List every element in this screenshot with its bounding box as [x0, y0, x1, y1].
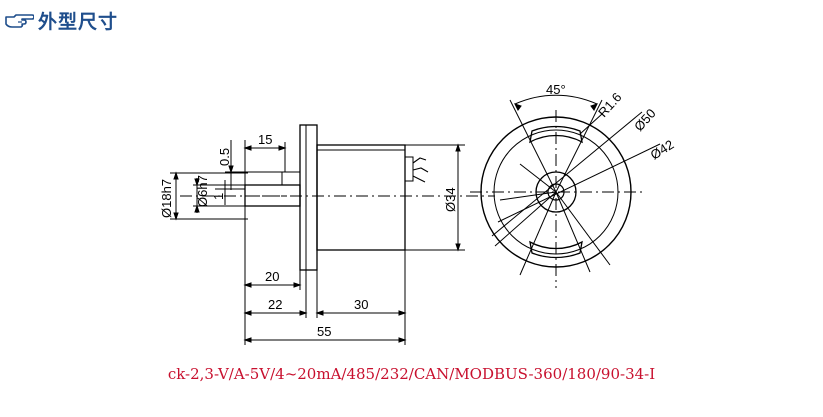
- encoder-side-view: Ø18h7 Ø6h7 1 0.5 15 Ø34: [159, 124, 495, 345]
- dim-label-34: Ø34: [443, 187, 458, 212]
- dim-label-r16: R1.6: [595, 90, 625, 120]
- dim-label-1: 1: [211, 193, 226, 200]
- dim-label-15: 15: [258, 132, 272, 147]
- dim-label-50: Ø50: [631, 106, 659, 134]
- model-code-caption: ck-2,3-V/A-5V/4~20mA/485/232/CAN/MODBUS-…: [167, 365, 656, 383]
- dim-label-55: 55: [317, 324, 331, 339]
- dim-label-20: 20: [265, 269, 279, 284]
- section-title: 外型尺寸: [38, 10, 119, 33]
- dim-label-42: Ø42: [648, 137, 677, 163]
- section-header: 外型尺寸: [4, 6, 118, 34]
- pointing-hand-icon: [5, 14, 34, 28]
- encoder-front-view: 45° R1.6 Ø50 Ø42: [470, 82, 676, 288]
- dim-label-18h7: Ø18h7: [159, 179, 174, 218]
- dim-label-6h7: Ø6h7: [195, 175, 210, 207]
- dim-label-22: 22: [268, 297, 282, 312]
- dim-label-0-5: 0.5: [217, 148, 232, 166]
- dim-label-30: 30: [354, 297, 368, 312]
- dim-label-45: 45°: [546, 82, 566, 97]
